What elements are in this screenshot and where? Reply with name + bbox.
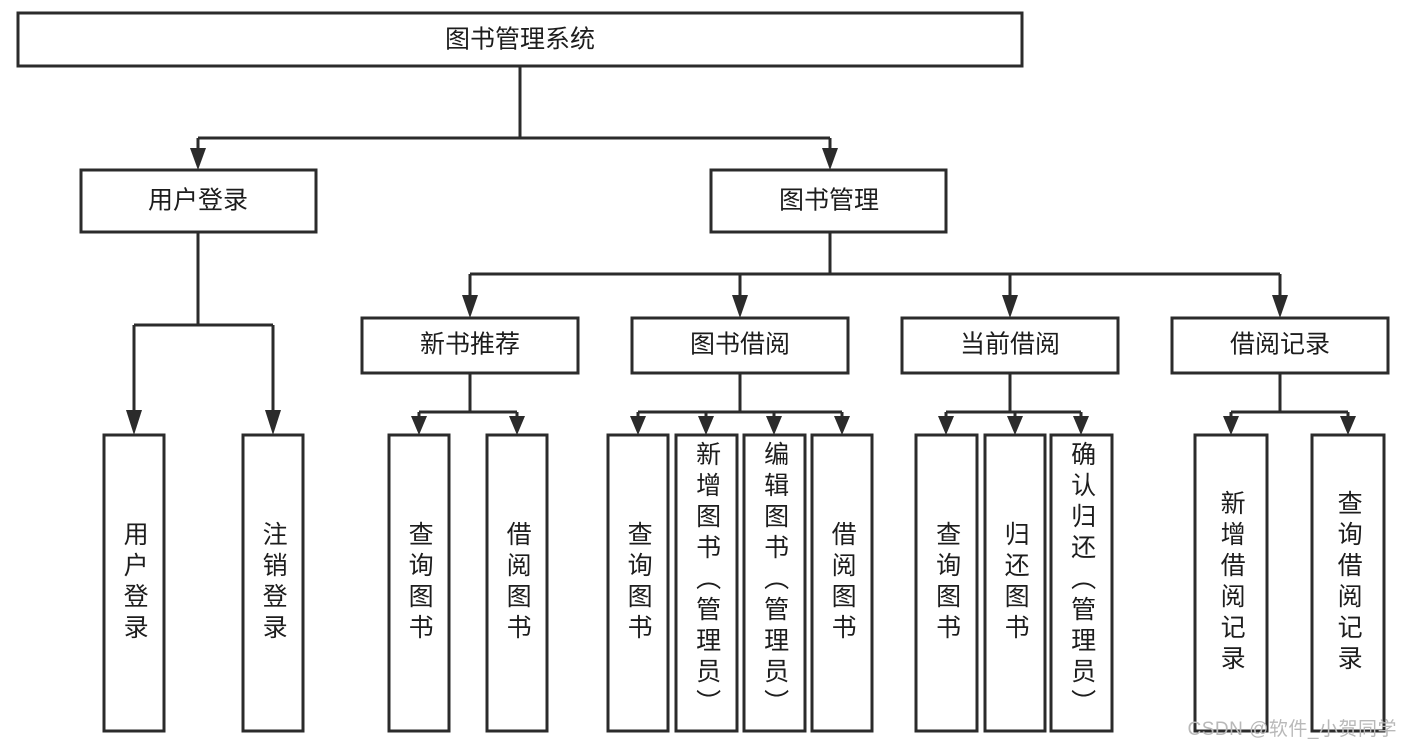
node-book-management-label: 图书管理 xyxy=(779,187,879,215)
leaf-edit-book-admin-textwrap: 编辑图书（管理员） xyxy=(760,441,789,720)
node-user-login[interactable]: 用户登录 xyxy=(79,168,318,234)
leaf-user-logout-textwrap: 注销登录 xyxy=(259,521,288,645)
leaf-edit-book-admin-box[interactable] xyxy=(742,433,807,733)
node-user-login-label: 用户登录 xyxy=(148,187,248,215)
arrow-head-book-borrow xyxy=(732,295,748,318)
leaf-borrow-book-label: 借阅图书 xyxy=(828,521,857,645)
node-new-book-recommend[interactable]: 新书推荐 xyxy=(360,316,580,375)
leaf-user-logout-label: 注销登录 xyxy=(259,521,288,645)
node-current-borrow-label: 当前借阅 xyxy=(960,331,1060,359)
arrow-head-user-login xyxy=(190,148,206,170)
leaf-confirm-return-admin-box[interactable] xyxy=(1049,433,1114,733)
arrow-head-leaf-add-book-admin xyxy=(698,416,714,435)
arrow-head-leaf-confirm-return-admin xyxy=(1073,416,1089,435)
arrow-head-current-borrow xyxy=(1002,295,1018,318)
leaf-query-book-borrow-label: 查询图书 xyxy=(624,521,653,645)
node-borrow-record-label: 借阅记录 xyxy=(1230,331,1330,359)
leaf-add-borrow-record-box[interactable] xyxy=(1193,433,1269,733)
leaf-query-book-current-label: 查询图书 xyxy=(932,521,961,645)
leaf-user-login[interactable]: 用户登录 xyxy=(102,433,166,733)
leaf-query-book-rec-textwrap: 查询图书 xyxy=(405,521,434,645)
leaf-query-borrow-record-label: 查询借阅记录 xyxy=(1334,490,1363,676)
leaf-query-book-borrow[interactable]: 查询图书 xyxy=(606,433,670,733)
arrow-head-leaf-borrow-book xyxy=(834,416,850,435)
node-book-management[interactable]: 图书管理 xyxy=(709,168,948,234)
node-borrow-record[interactable]: 借阅记录 xyxy=(1170,316,1390,375)
leaf-add-borrow-record-label: 新增借阅记录 xyxy=(1217,490,1246,676)
leaf-query-borrow-record[interactable]: 查询借阅记录 xyxy=(1310,433,1386,733)
arrow-head-book-management xyxy=(822,148,838,170)
node-root[interactable]: 图书管理系统 xyxy=(16,11,1024,68)
leaf-user-login-box[interactable] xyxy=(102,433,166,733)
leaf-query-book-rec-label: 查询图书 xyxy=(405,521,434,645)
leaf-user-logout[interactable]: 注销登录 xyxy=(241,433,305,733)
node-current-borrow[interactable]: 当前借阅 xyxy=(900,316,1120,375)
leaf-borrow-book-textwrap: 借阅图书 xyxy=(828,521,857,645)
leaf-query-borrow-record-box[interactable] xyxy=(1310,433,1386,733)
leaf-query-book-current[interactable]: 查询图书 xyxy=(914,433,979,733)
leaf-query-borrow-record-textwrap: 查询借阅记录 xyxy=(1334,490,1363,676)
leaf-query-book-current-textwrap: 查询图书 xyxy=(932,521,961,645)
leaf-query-book-rec-box[interactable] xyxy=(387,433,451,733)
arrow-head-borrow-record xyxy=(1272,295,1288,318)
leaf-user-login-label: 用户登录 xyxy=(120,521,149,645)
leaf-add-book-admin-box[interactable] xyxy=(674,433,739,733)
leaf-query-book-borrow-textwrap: 查询图书 xyxy=(624,521,653,645)
arrow-head-leaf-query-borrow-record xyxy=(1340,416,1356,435)
leaf-confirm-return-admin[interactable]: 确认归还（管理员） xyxy=(1049,433,1114,733)
arrow-head-leaf-edit-book-admin xyxy=(766,416,782,435)
node-root-box[interactable] xyxy=(16,11,1024,68)
leaf-borrow-book-rec-label: 借阅图书 xyxy=(503,521,532,645)
arrow-head-leaf-query-book-current xyxy=(938,416,954,435)
leaf-add-borrow-record-textwrap: 新增借阅记录 xyxy=(1217,490,1246,676)
node-book-management-box[interactable] xyxy=(709,168,948,234)
leaf-return-book-label: 归还图书 xyxy=(1001,521,1030,645)
node-current-borrow-box[interactable] xyxy=(900,316,1120,375)
leaf-borrow-book[interactable]: 借阅图书 xyxy=(810,433,874,733)
arrow-head-new-book-recommend xyxy=(462,295,478,318)
leaf-add-book-admin-label: 新增图书（管理员） xyxy=(692,441,721,720)
node-book-borrow-label: 图书借阅 xyxy=(690,331,790,359)
leaf-query-book-rec[interactable]: 查询图书 xyxy=(387,433,451,733)
node-new-book-recommend-box[interactable] xyxy=(360,316,580,375)
leaf-edit-book-admin[interactable]: 编辑图书（管理员） xyxy=(742,433,807,733)
node-book-borrow[interactable]: 图书借阅 xyxy=(630,316,850,375)
leaf-return-book[interactable]: 归还图书 xyxy=(983,433,1047,733)
leaf-query-book-current-box[interactable] xyxy=(914,433,979,733)
arrow-head-leaf-query-book-rec xyxy=(411,416,427,435)
leaf-add-borrow-record[interactable]: 新增借阅记录 xyxy=(1193,433,1269,733)
node-root-label: 图书管理系统 xyxy=(445,26,595,54)
leaf-confirm-return-admin-textwrap: 确认归还（管理员） xyxy=(1067,441,1096,720)
node-book-borrow-box[interactable] xyxy=(630,316,850,375)
leaf-return-book-box[interactable] xyxy=(983,433,1047,733)
arrow-head-leaf-user-login xyxy=(126,410,142,435)
leaf-query-book-borrow-box[interactable] xyxy=(606,433,670,733)
arrow-head-leaf-return-book xyxy=(1007,416,1023,435)
leaf-borrow-book-rec-textwrap: 借阅图书 xyxy=(503,521,532,645)
leaf-borrow-book-box[interactable] xyxy=(810,433,874,733)
leaf-add-book-admin[interactable]: 新增图书（管理员） xyxy=(674,433,739,733)
leaf-confirm-return-admin-label: 确认归还（管理员） xyxy=(1067,441,1096,720)
leaf-user-logout-box[interactable] xyxy=(241,433,305,733)
node-borrow-record-box[interactable] xyxy=(1170,316,1390,375)
leaf-borrow-book-rec-box[interactable] xyxy=(485,433,549,733)
node-user-login-box[interactable] xyxy=(79,168,318,234)
leaf-user-login-textwrap: 用户登录 xyxy=(120,521,149,645)
leaf-borrow-book-rec[interactable]: 借阅图书 xyxy=(485,433,549,733)
arrow-head-leaf-query-book-borrow xyxy=(630,416,646,435)
leaf-edit-book-admin-label: 编辑图书（管理员） xyxy=(760,441,789,720)
edge-layer xyxy=(126,66,1356,435)
leaf-add-book-admin-textwrap: 新增图书（管理员） xyxy=(692,441,721,720)
node-new-book-recommend-label: 新书推荐 xyxy=(420,331,520,359)
arrow-head-leaf-user-logout xyxy=(265,410,281,435)
leaf-return-book-textwrap: 归还图书 xyxy=(1001,521,1030,645)
arrow-head-leaf-add-borrow-record xyxy=(1223,416,1239,435)
arrow-head-leaf-borrow-book-rec xyxy=(509,416,525,435)
